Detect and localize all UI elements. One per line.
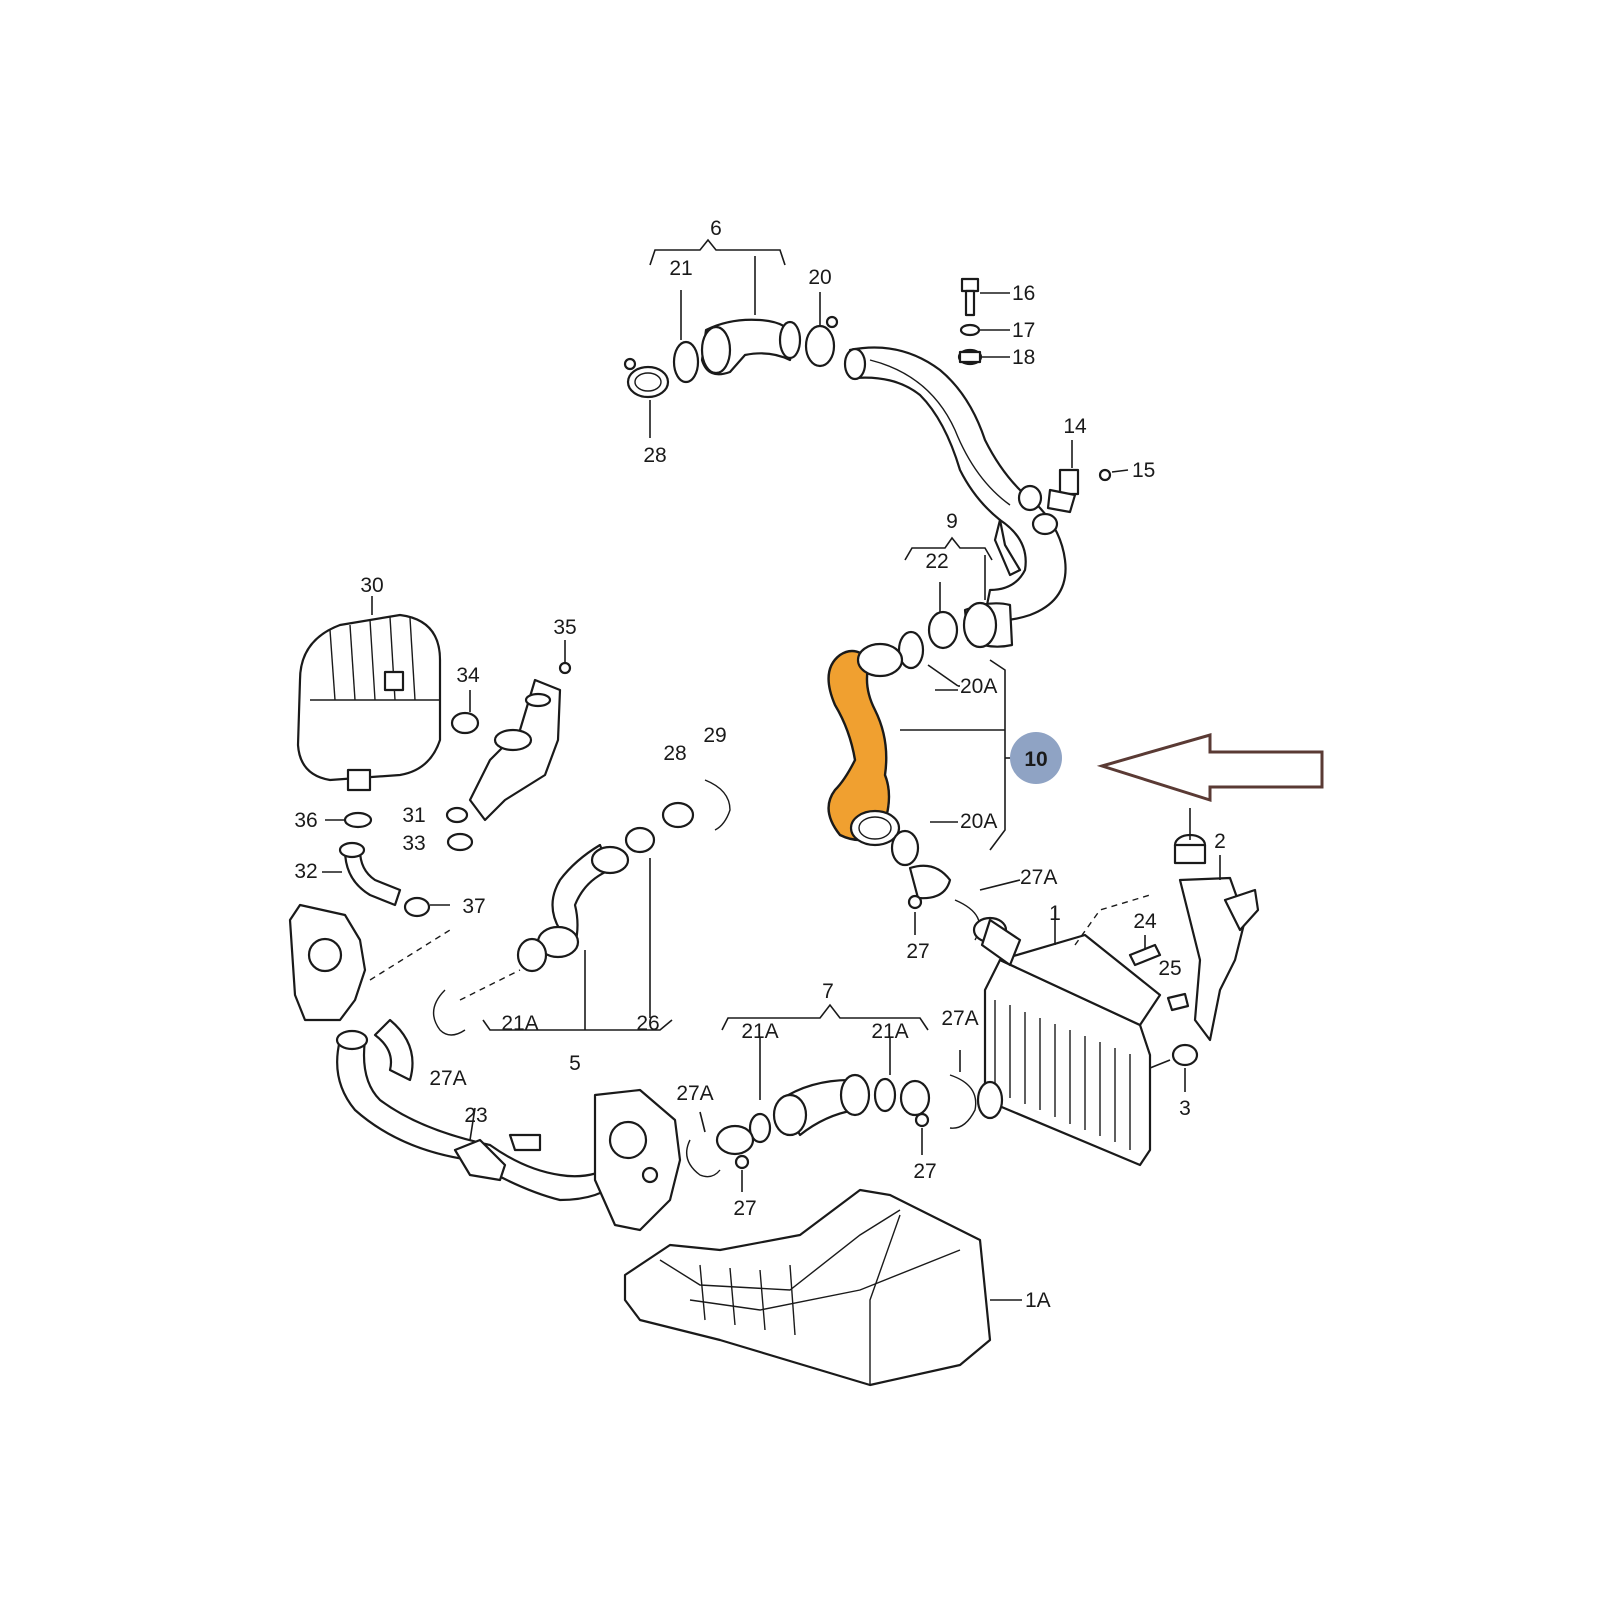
callout-10-leaders [890, 659, 1018, 867]
label-27A-left: 27A [429, 1067, 466, 1090]
label-18: 18 [1012, 346, 1035, 369]
mid-flange [593, 1088, 682, 1232]
label-5: 5 [569, 1052, 581, 1075]
label-1: 1 [1049, 902, 1061, 925]
label-33: 33 [402, 832, 425, 855]
label-31: 31 [402, 804, 425, 827]
part-1-intercooler [972, 894, 1162, 1167]
label-21A-mid1: 21A [741, 1020, 778, 1043]
label-27A-right: 27A [1020, 866, 1057, 889]
label-1A: 1A [1025, 1289, 1051, 1312]
label-16: 16 [1012, 282, 1035, 305]
label-29: 29 [703, 724, 726, 747]
label-36: 36 [294, 809, 317, 832]
part-10-badge [1010, 732, 1062, 784]
label-21A-mid2: 21A [871, 1020, 908, 1043]
part-2-bracket [1173, 808, 1260, 1042]
clamp-27-right [907, 864, 1021, 941]
label-10: 10 [1024, 748, 1047, 771]
label-30: 30 [360, 574, 383, 597]
label-28-mid: 28 [663, 742, 686, 765]
label-21: 21 [669, 257, 692, 280]
part-9-group [897, 536, 1014, 687]
label-20A-top: 20A [960, 675, 997, 698]
part-1A-air-duct [623, 1188, 1022, 1387]
part-10-intercooler-hose [827, 642, 904, 847]
label-2: 2 [1214, 830, 1226, 853]
label-20: 20 [808, 266, 831, 289]
label-27-mid: 27 [913, 1160, 936, 1183]
callout-labels: 6 21 20 28 16 17 18 14 15 9 22 20A 10 20… [294, 217, 1226, 1312]
label-3: 3 [1179, 1097, 1191, 1120]
label-7: 7 [822, 980, 834, 1003]
label-34: 34 [456, 664, 480, 687]
label-27A-center: 27A [676, 1082, 713, 1105]
label-26: 26 [636, 1012, 659, 1035]
label-27-right: 27 [906, 940, 929, 963]
label-27-center: 27 [733, 1197, 756, 1220]
label-6: 6 [710, 217, 722, 240]
label-21A-left: 21A [501, 1012, 538, 1035]
part-14-sensor [1017, 440, 1129, 536]
label-27A-mid: 27A [941, 1007, 978, 1030]
fasteners-24-25-3 [1128, 935, 1199, 1092]
label-32: 32 [294, 860, 317, 883]
label-23: 23 [464, 1104, 487, 1127]
pointer-arrow [1096, 733, 1324, 803]
label-9: 9 [946, 510, 958, 533]
part-31-bracket [445, 640, 572, 852]
part-32-elbow [322, 811, 450, 918]
part-6-hose-assembly [623, 238, 1067, 622]
bolt-washer-grommet [957, 277, 1010, 366]
highlighted-hose [827, 649, 891, 842]
label-24: 24 [1133, 910, 1157, 933]
label-28-top: 28 [643, 444, 666, 467]
part-5-hose [432, 779, 731, 1036]
label-22: 22 [925, 550, 948, 573]
part-30-reservoir [296, 596, 442, 792]
label-15: 15 [1132, 459, 1155, 482]
label-14: 14 [1063, 415, 1087, 438]
label-17: 17 [1012, 319, 1035, 342]
label-37: 37 [462, 895, 485, 918]
label-35: 35 [553, 616, 576, 639]
part-7-hose [686, 1003, 977, 1192]
label-25: 25 [1158, 957, 1181, 980]
part-23-pipe [288, 903, 622, 1202]
label-20A-bottom: 20A [960, 810, 997, 833]
